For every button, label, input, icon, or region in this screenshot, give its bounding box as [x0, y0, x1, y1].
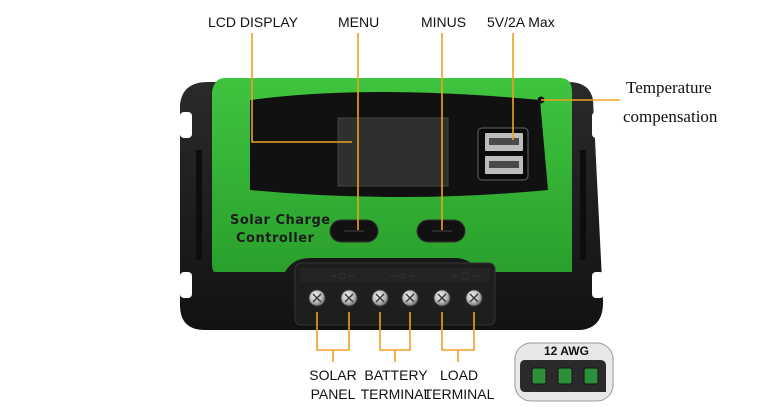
usb-callout: 5V/2A Max — [487, 14, 555, 30]
battery-label-line2: TERMINAL — [360, 386, 432, 402]
svg-text:⎓ ◯ ⎓: ⎓ ◯ ⎓ — [452, 271, 479, 280]
terminal-screws — [308, 289, 483, 307]
device-label-line2: Controller — [236, 231, 315, 246]
lcd-screen — [337, 117, 449, 187]
load-label-line2: TERMINAL — [423, 386, 495, 402]
battery-terminal-label: BATTERY TERMINAL — [357, 366, 435, 404]
load-label-line1: LOAD — [439, 367, 479, 383]
usb-ports — [477, 127, 529, 181]
minus-callout: MINUS — [421, 14, 467, 30]
temperature-callout-line1: Temperature — [626, 78, 712, 97]
awg-slot-3 — [583, 367, 599, 385]
mount-notch-right-bottom — [592, 272, 604, 298]
mount-notch-left-top — [180, 112, 192, 138]
lcd-leader — [251, 33, 352, 143]
awg-inset — [514, 342, 614, 402]
awg-label: 12 AWG — [544, 344, 589, 358]
menu-callout: MENU — [338, 14, 380, 30]
lcd-display-callout: LCD DISPLAY — [208, 14, 298, 30]
awg-slot-1 — [531, 367, 547, 385]
solar-label-line1: SOLAR — [309, 367, 357, 383]
svg-text:⎓ ▭ ⎓: ⎓ ▭ ⎓ — [390, 271, 416, 280]
mount-notch-left-bottom — [180, 272, 192, 298]
device-label-line1: Solar Charge — [230, 213, 331, 228]
mount-notch-right-top — [592, 112, 604, 138]
temperature-callout-line2: compensation — [623, 107, 718, 126]
load-terminal-label: LOAD TERMINAL — [423, 366, 495, 404]
solar-label-line2: PANEL — [310, 386, 356, 402]
callout-lines — [251, 33, 620, 362]
svg-text:⎓ ◻ ⎓: ⎓ ◻ ⎓ — [330, 271, 355, 280]
terminal-block: ⎓ ◻ ⎓ ⎓ ▭ ⎓ ⎓ ◯ ⎓ — [294, 262, 496, 326]
battery-label-line1: BATTERY — [364, 367, 428, 383]
solar-panel-label: SOLAR PANEL — [298, 366, 368, 404]
awg-slot-2 — [557, 367, 573, 385]
